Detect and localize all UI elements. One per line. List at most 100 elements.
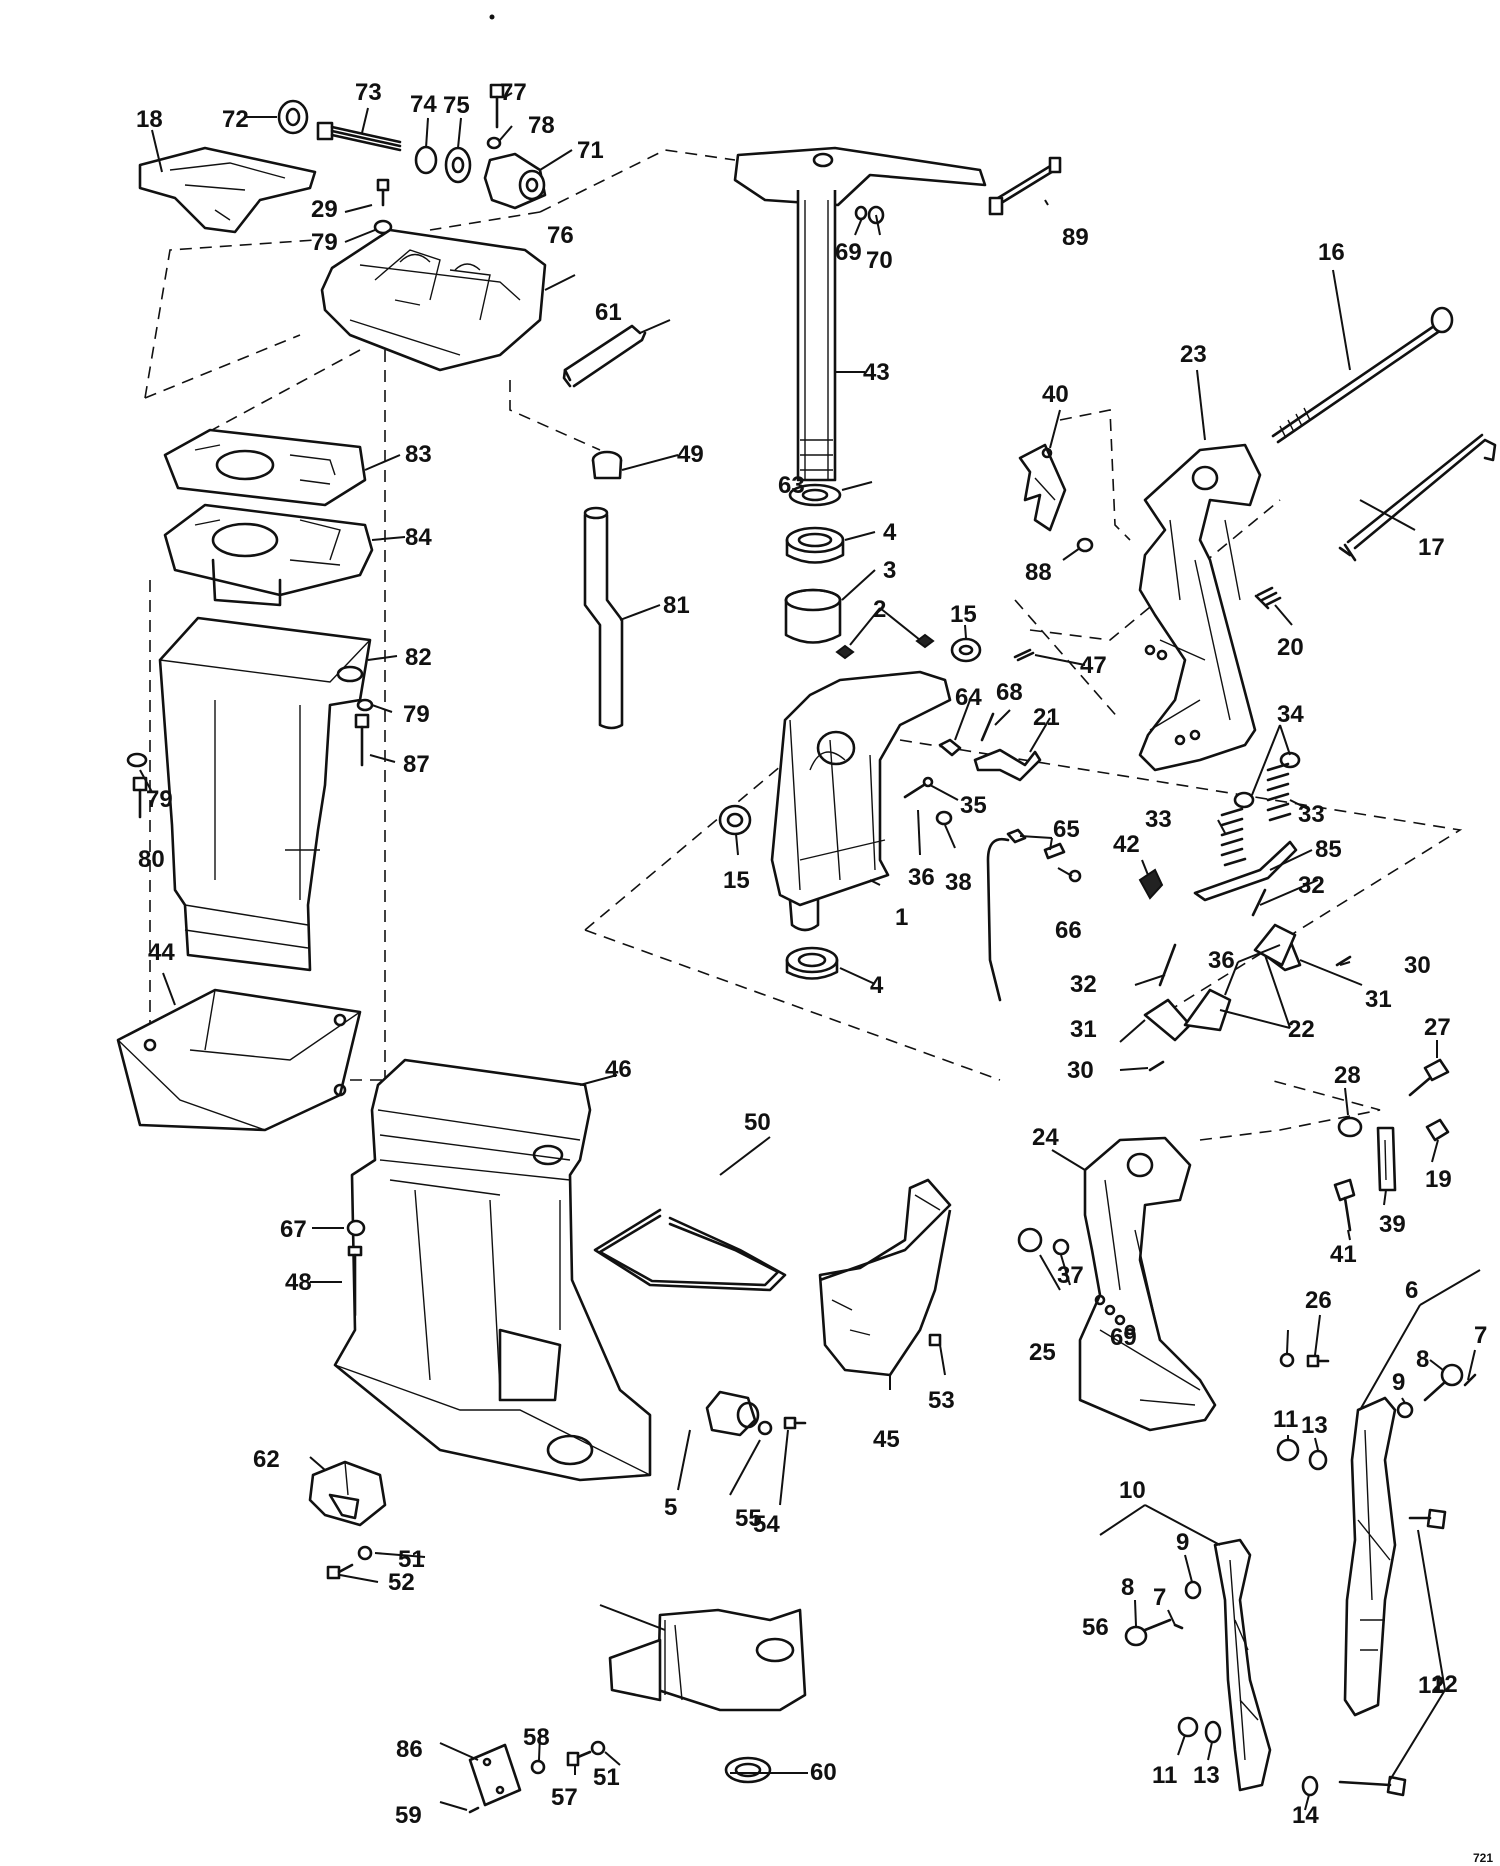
- callout: 67: [280, 1216, 307, 1243]
- part-87-bolt: [354, 713, 370, 767]
- callout: 3: [883, 557, 896, 584]
- callout: 86: [396, 1736, 423, 1763]
- part-38-nut: [935, 810, 953, 826]
- part-44-exhaust-shield: [116, 988, 362, 1132]
- callout: 39: [1379, 1211, 1406, 1238]
- callout: 15: [950, 601, 977, 628]
- callout: 83: [405, 441, 432, 468]
- callout: 69: [1110, 1324, 1137, 1351]
- callout: 47: [1080, 652, 1107, 679]
- part-12-bolts: [1338, 1508, 1447, 1797]
- callout: 76: [547, 222, 574, 249]
- part-65-wire: [986, 828, 1066, 1002]
- part-3-bushing: [784, 588, 842, 644]
- callout: 79: [146, 786, 173, 813]
- callout: 37: [1057, 1262, 1084, 1289]
- callout: 62: [253, 1446, 280, 1473]
- callout: 11: [1152, 1762, 1177, 1789]
- part-8-screw-right: [1423, 1363, 1464, 1402]
- callout: 48: [285, 1269, 312, 1296]
- part-61-handle: [562, 324, 647, 388]
- part-13-washer-lower: [1204, 1720, 1222, 1744]
- callout: 35: [960, 792, 987, 819]
- callout: 43: [863, 359, 890, 386]
- callout: 29: [311, 196, 338, 223]
- part-27-bolt: [1408, 1058, 1450, 1097]
- part-60-ring: [724, 1756, 772, 1784]
- part-45-cover: [818, 1178, 952, 1377]
- callout: 46: [605, 1056, 632, 1083]
- callout: 49: [677, 441, 704, 468]
- callout: 75: [443, 92, 470, 119]
- part-7-pin-right: [1463, 1373, 1477, 1387]
- callout: 71: [577, 137, 604, 164]
- part-82-exhaust-housing: [158, 616, 372, 972]
- part-40-latch: [1018, 443, 1067, 532]
- callout: 87: [403, 751, 430, 778]
- callout: 89: [1062, 224, 1089, 251]
- callout: 36: [1208, 947, 1235, 974]
- part-21-lever: [973, 748, 1042, 782]
- callout: 79: [311, 229, 338, 256]
- part-14-washer: [1301, 1775, 1319, 1797]
- callout: 31: [1070, 1016, 1097, 1043]
- part-69-washer-top: [854, 205, 868, 221]
- callout-labels: 1 2 3 4 4 5 6 7 7 8 8 9 9 10 11 11 12 12…: [136, 79, 1493, 1865]
- callout: 38: [945, 869, 972, 896]
- callout: 41: [1330, 1241, 1357, 1268]
- part-6-clamp-bracket: [1343, 1396, 1397, 1717]
- callout: 66: [1055, 917, 1082, 944]
- callout: 59: [395, 1802, 422, 1829]
- callout: 82: [405, 644, 432, 671]
- callout: 2: [873, 596, 886, 623]
- part-56-lower-cover: [608, 1608, 807, 1712]
- callout: 28: [1334, 1062, 1361, 1089]
- callout: 53: [928, 1387, 955, 1414]
- callout: 20: [1277, 634, 1304, 661]
- callout: 57: [551, 1784, 578, 1811]
- part-43-steering-shaft: [733, 146, 987, 482]
- callout: 8: [1416, 1346, 1429, 1373]
- part-48-bolt: [347, 1245, 363, 1317]
- callout: 51: [593, 1764, 620, 1791]
- part-81-water-tube: [583, 506, 624, 730]
- callout: 17: [1418, 534, 1445, 561]
- callout: 12: [1431, 1671, 1458, 1698]
- callout: 1: [895, 904, 908, 931]
- callout: 22: [1288, 1016, 1315, 1043]
- callout: 24: [1032, 1124, 1059, 1151]
- part-17-tilt-rod: [1338, 433, 1497, 562]
- part-10-clamp-bracket: [1213, 1538, 1272, 1792]
- part-74-washer: [444, 146, 472, 184]
- callout: 40: [1042, 381, 1069, 408]
- part-69-washer-lower: [1279, 1352, 1295, 1368]
- part-53-screw: [928, 1333, 942, 1347]
- callout: 36: [908, 864, 935, 891]
- callout: 30: [1067, 1057, 1094, 1084]
- part-4-seal-upper: [785, 526, 845, 564]
- part-73-washer: [414, 145, 438, 175]
- part-58-screw: [530, 1759, 546, 1775]
- callout: 9: [1176, 1529, 1189, 1556]
- callout: 4: [883, 519, 897, 546]
- part-50-seal-strip: [593, 1208, 787, 1292]
- part-51-washer-right: [590, 1740, 606, 1756]
- callout: 13: [1301, 1412, 1328, 1439]
- drawing-code: 721: [1473, 1851, 1493, 1865]
- callout: 56: [1082, 1614, 1109, 1641]
- callout: 78: [528, 112, 555, 139]
- part-85-plate: [1193, 840, 1298, 902]
- part-63-washer: [788, 483, 842, 507]
- part-15-washer-right: [950, 637, 982, 663]
- part-5-cover: [705, 1390, 760, 1437]
- part-77-screw: [489, 83, 505, 129]
- callout: 15: [723, 867, 750, 894]
- part-19-washer: [1425, 1118, 1450, 1142]
- part-37-washer: [1052, 1238, 1070, 1256]
- callout: 55: [735, 1505, 762, 1532]
- part-59-screw: [468, 1806, 480, 1814]
- callout: 58: [523, 1724, 550, 1751]
- part-2-screws: [835, 633, 935, 660]
- callout: 16: [1318, 239, 1345, 266]
